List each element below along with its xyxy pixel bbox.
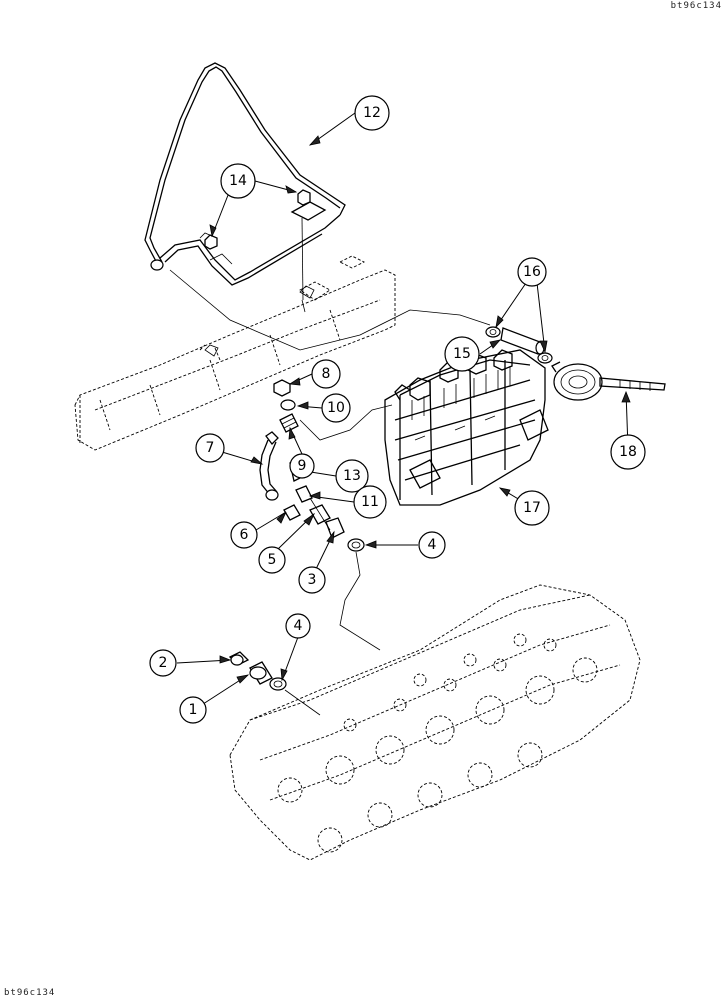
svg-text:4: 4: [294, 618, 303, 634]
cylinder-head-outline: [229, 584, 641, 861]
bracket-14: [204, 189, 327, 313]
figure-reference-code-top: bt96c134: [670, 1, 722, 11]
svg-text:15: 15: [453, 346, 471, 362]
svg-text:2: 2: [159, 655, 168, 671]
callout-13: 13: [335, 459, 369, 493]
callout-12: 12: [354, 95, 390, 131]
tube-12: [144, 62, 346, 286]
callout-10: 10: [321, 393, 351, 423]
svg-text:14: 14: [229, 173, 247, 189]
callout-18: 18: [610, 434, 646, 470]
seal-4-upper: [347, 538, 365, 552]
svg-text:4: 4: [428, 537, 437, 553]
figure-reference-code-bottom: bt96c134: [4, 988, 56, 998]
svg-text:17: 17: [523, 500, 541, 516]
callout-5: 5: [258, 546, 286, 574]
callout-2: 2: [149, 649, 177, 677]
callout-15: 15: [444, 336, 480, 372]
fittings-2-1-4: [228, 651, 321, 716]
leader-lines: [176, 112, 629, 707]
callout-11: 11: [353, 485, 387, 519]
tube-15-and-seals-16: [485, 326, 553, 364]
svg-text:1: 1: [189, 702, 198, 718]
hose-7: [259, 431, 279, 501]
svg-text:16: 16: [523, 264, 541, 280]
callout-3: 3: [298, 566, 326, 594]
svg-text:5: 5: [268, 552, 277, 568]
svg-text:12: 12: [363, 105, 381, 121]
svg-text:11: 11: [361, 494, 379, 510]
callout-4-upper: 4: [418, 531, 446, 559]
callout-7: 7: [195, 433, 225, 463]
injection-pump-17: [384, 349, 549, 506]
svg-text:10: 10: [327, 400, 345, 416]
rocker-cover-outline: [74, 255, 396, 451]
callout-6: 6: [230, 521, 258, 549]
arrowheads: [209, 135, 631, 684]
svg-text:9: 9: [298, 458, 307, 474]
svg-text:6: 6: [240, 527, 249, 543]
fittings-8-10-9: [273, 379, 299, 433]
svg-text:13: 13: [343, 468, 361, 484]
svg-text:3: 3: [308, 572, 317, 588]
callout-16: 16: [517, 257, 547, 287]
callout-14: 14: [220, 163, 256, 199]
svg-text:7: 7: [206, 440, 215, 456]
callout-1: 1: [179, 696, 207, 724]
callout-17: 17: [514, 490, 550, 526]
callout-4-lower: 4: [285, 613, 311, 639]
svg-text:18: 18: [619, 444, 637, 460]
callout-9: 9: [289, 453, 315, 479]
svg-text:8: 8: [322, 366, 331, 382]
callout-8: 8: [311, 359, 341, 389]
actuator-18: [551, 361, 666, 401]
